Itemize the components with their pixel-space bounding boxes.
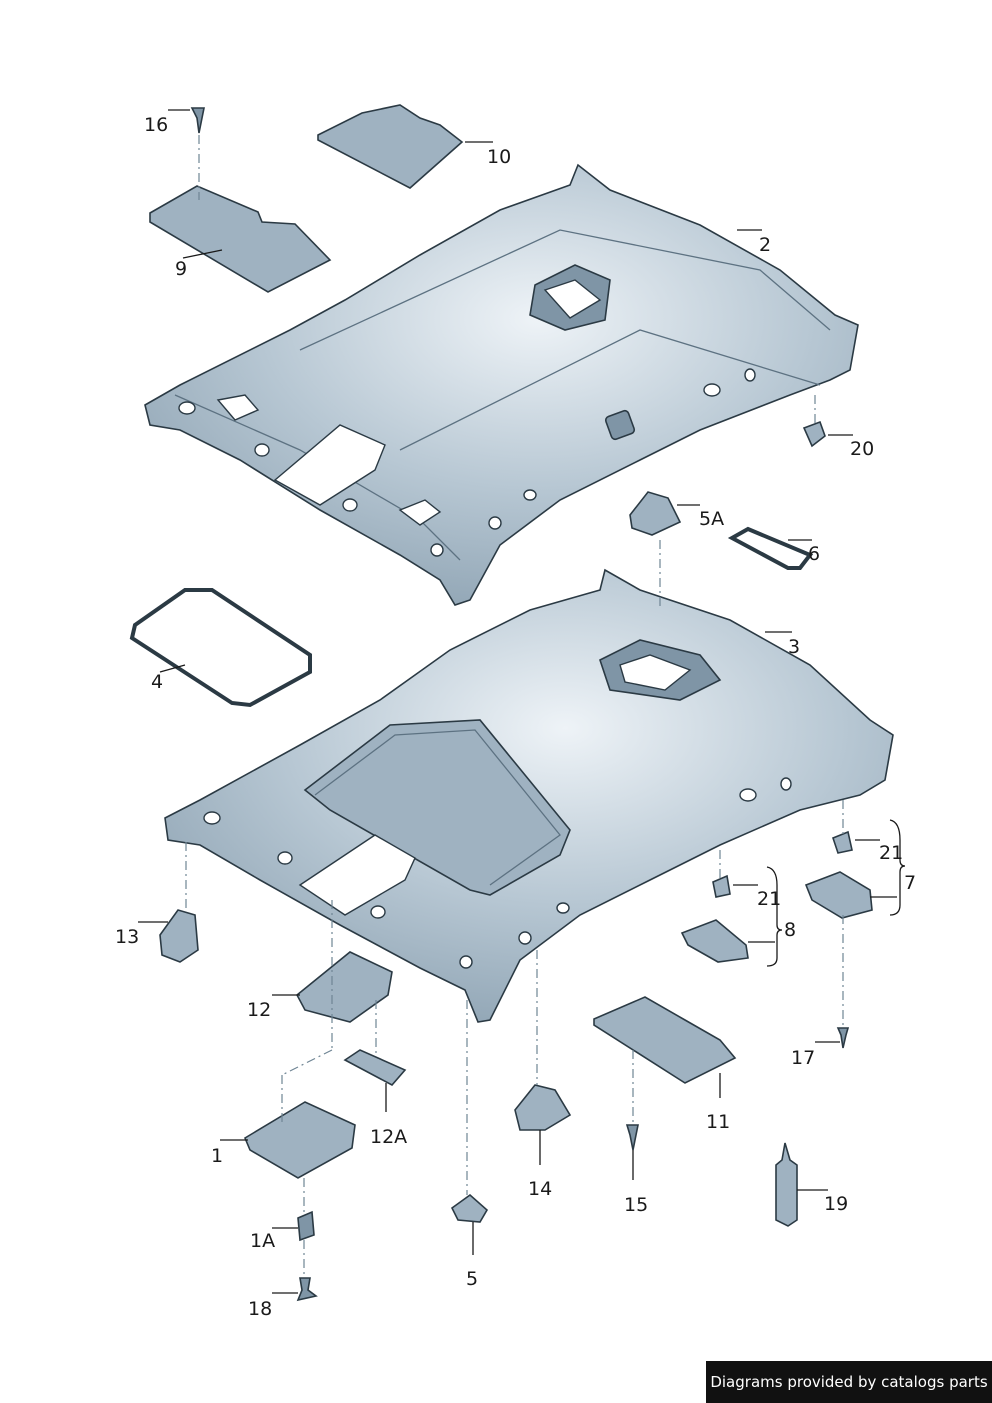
handle-bracket-8	[680, 919, 749, 963]
lamp-housing-12	[295, 951, 393, 1023]
clip-21-lower	[712, 874, 731, 898]
label-16: 16	[144, 114, 168, 136]
holder-13	[159, 909, 199, 963]
screw-15	[625, 1124, 639, 1151]
label-4: 4	[151, 671, 163, 693]
bracket-5A	[629, 491, 682, 536]
label-11: 11	[706, 1111, 730, 1133]
clip-20	[802, 420, 826, 448]
label-13: 13	[115, 926, 139, 948]
screw-16	[190, 107, 205, 134]
bulb-holder-1A	[297, 1210, 315, 1242]
clip-21-upper	[832, 830, 853, 854]
label-14: 14	[528, 1178, 552, 1200]
label-3: 3	[788, 636, 800, 658]
part-labels: 16 10 9 2 20 5A 6 3 4 21 7 21 8 13 12 17…	[115, 114, 916, 1320]
label-5A: 5A	[699, 508, 724, 530]
insulation-pad-11	[593, 996, 737, 1084]
label-7: 7	[904, 872, 916, 894]
label-6: 6	[808, 543, 820, 565]
handle-bracket-7	[804, 871, 873, 919]
headliner-lower	[164, 568, 894, 1023]
label-5: 5	[466, 1268, 478, 1290]
insulation-pad-10	[317, 104, 464, 189]
sunroof-seal-4	[129, 588, 312, 708]
label-10: 10	[487, 146, 511, 168]
sealant-bottle-19	[775, 1142, 798, 1227]
clip-5	[450, 1193, 489, 1223]
label-1A: 1A	[250, 1230, 275, 1252]
label-12A: 12A	[370, 1126, 407, 1148]
label-17: 17	[791, 1047, 815, 1069]
label-9: 9	[175, 258, 187, 280]
trim-frame-6	[727, 526, 814, 570]
screw-17	[836, 1027, 850, 1049]
headliner-upper	[144, 163, 859, 606]
footer-credit: Diagrams provided by catalogs parts	[706, 1361, 992, 1403]
label-15: 15	[624, 1194, 648, 1216]
label-21-lower: 21	[757, 888, 781, 910]
screw-18	[296, 1277, 318, 1302]
label-19: 19	[824, 1193, 848, 1215]
label-18: 18	[248, 1298, 272, 1320]
label-21-upper: 21	[879, 842, 903, 864]
cover-12A	[343, 1049, 407, 1087]
assembly-lines	[185, 135, 844, 1278]
insulation-pad-9	[149, 185, 332, 293]
label-20: 20	[850, 438, 874, 460]
interior-lamp-1	[243, 1101, 356, 1179]
label-12: 12	[247, 999, 271, 1021]
label-1: 1	[211, 1145, 223, 1167]
leader-lines	[138, 109, 906, 1294]
clip-14	[514, 1084, 572, 1131]
label-2: 2	[759, 234, 771, 256]
label-8: 8	[784, 919, 796, 941]
